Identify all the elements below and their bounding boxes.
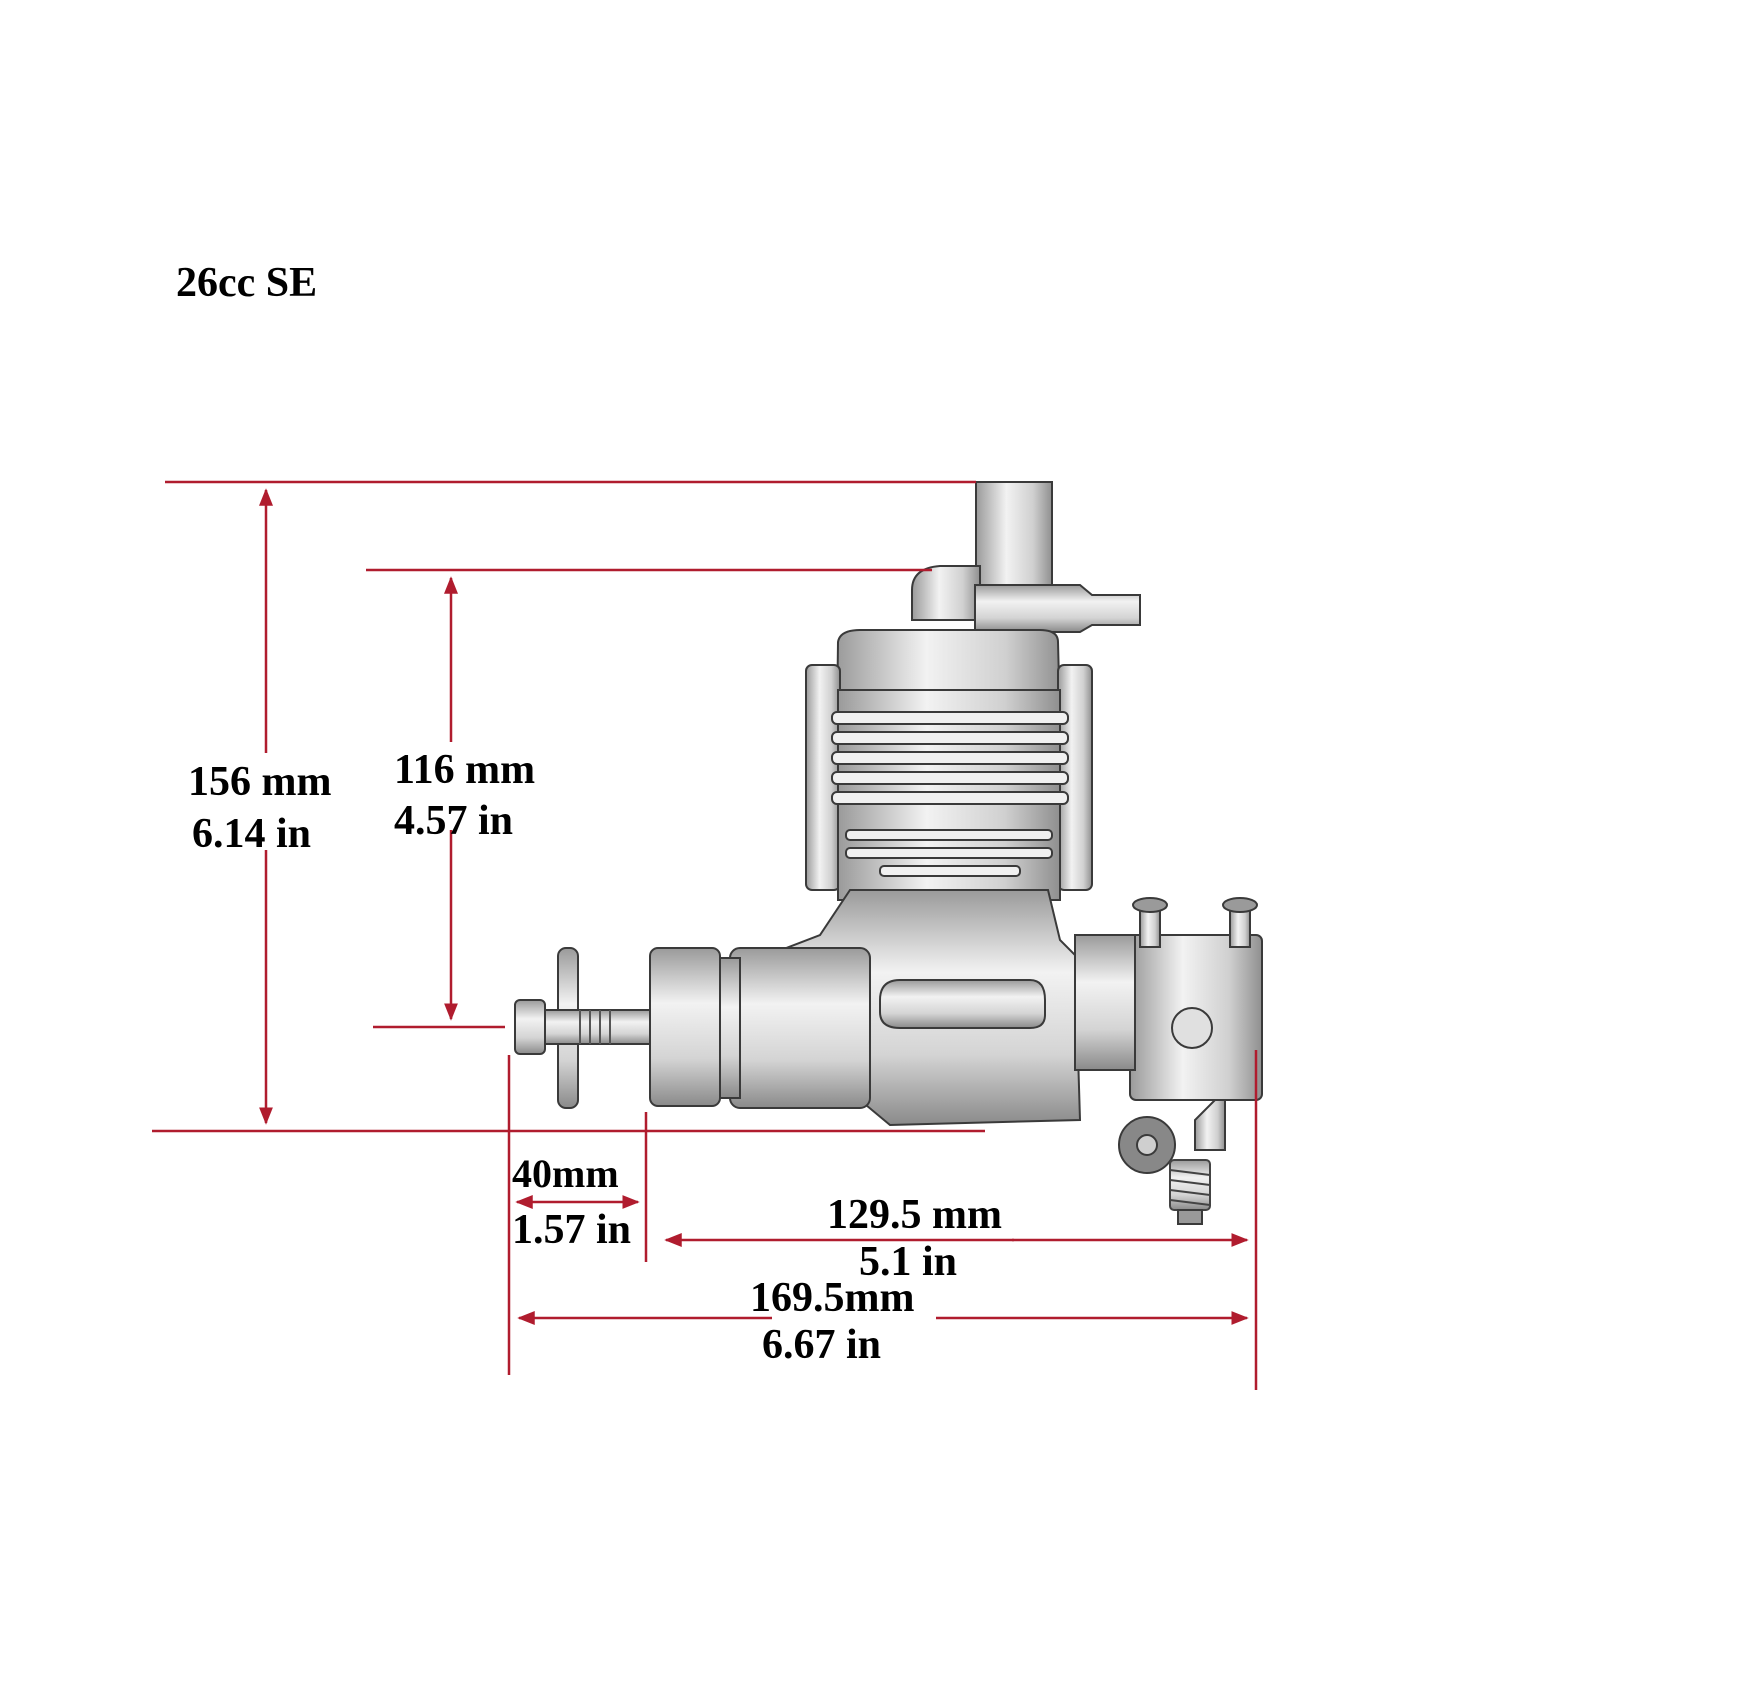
- throttle-spring: [1169, 1159, 1211, 1211]
- prop-nut: [514, 999, 546, 1055]
- body-length-mm: 129.5 mm: [827, 1192, 1002, 1238]
- throttle-arm: [1194, 1099, 1226, 1151]
- overall-length-mm: 169.5mm: [750, 1275, 914, 1321]
- drawing-title: 26cc SE: [176, 260, 317, 306]
- dimension-lines: [152, 480, 1258, 1390]
- dimension-labels: 156 mm 6.14 in 116 mm 4.57 in 40mm 1.57 …: [188, 747, 1002, 1368]
- threaded-shaft: [579, 1010, 611, 1044]
- front-housing: [729, 947, 871, 1109]
- crank-height-in: 4.57 in: [394, 798, 513, 844]
- engine-illustration: [514, 481, 1263, 1225]
- carburetor-adjust-screw: [1171, 1007, 1213, 1049]
- prop-hub-large: [649, 947, 721, 1107]
- body-length-in: 5.1 in: [859, 1239, 957, 1285]
- overall-length-in: 6.67 in: [762, 1322, 881, 1368]
- shaft-length-in: 1.57 in: [512, 1207, 631, 1253]
- shaft-length-mm: 40mm: [512, 1151, 619, 1196]
- overall-height-in: 6.14 in: [192, 811, 311, 857]
- exhaust-side-tube: [974, 584, 1141, 633]
- cooling-fins: [831, 711, 1069, 877]
- crank-height-mm: 116 mm: [394, 747, 535, 793]
- exhaust-header: [911, 565, 981, 621]
- overall-height-mm: 156 mm: [188, 759, 331, 805]
